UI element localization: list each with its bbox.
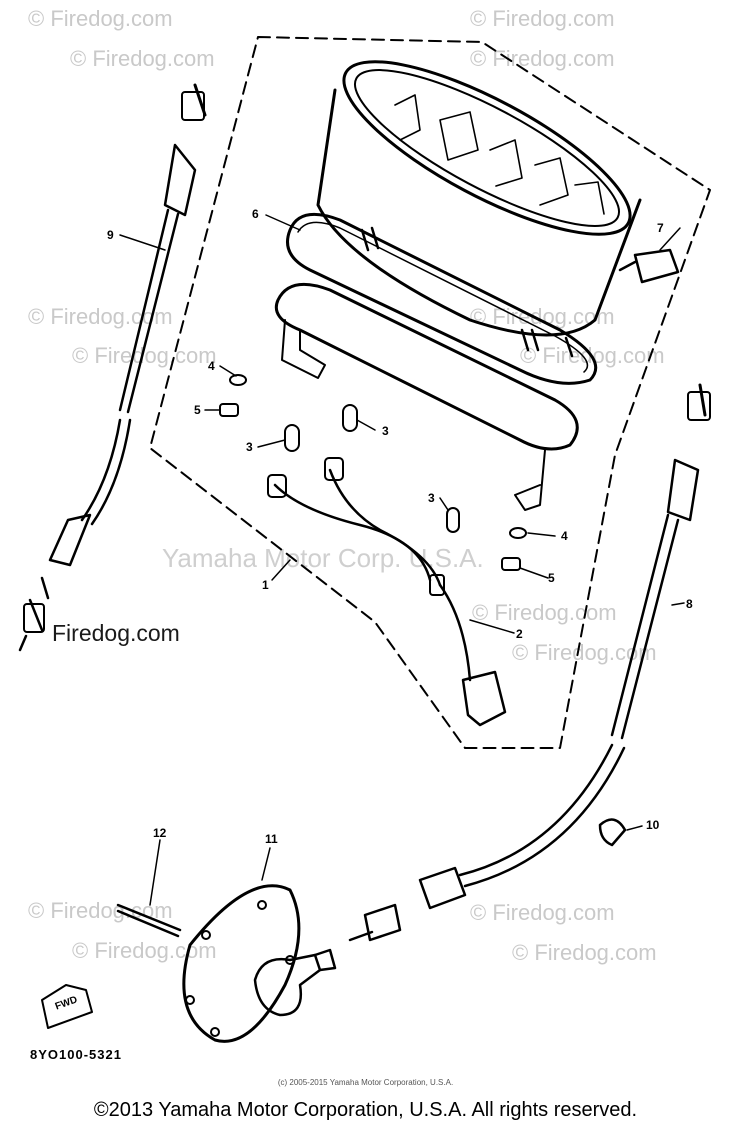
watermark-top-center: © Firedog.com	[70, 46, 215, 71]
washer-left	[229, 374, 247, 386]
assembly-boundary	[149, 36, 711, 749]
speedometer-gear-unit	[182, 884, 337, 1043]
watermark-center-right: © Firedog.com	[472, 600, 617, 625]
watermark-bottom-left: © Firedog.com	[28, 898, 173, 923]
callout-3-c: 3	[428, 491, 435, 505]
washer-right	[509, 527, 527, 539]
reset-knob	[618, 248, 680, 284]
callout-6: 6	[252, 207, 259, 221]
callout-5-b: 5	[548, 571, 555, 585]
small-copyright: (c) 2005-2015 Yamaha Motor Corporation, …	[277, 1078, 454, 1087]
callout-3-b: 3	[382, 424, 389, 438]
callout-2: 2	[516, 627, 523, 641]
watermark-mid-left: © Firedog.com	[28, 304, 173, 329]
watermark-firedog-dark: Firedog.com	[52, 620, 180, 646]
bulb-a	[284, 424, 300, 452]
callout-5-a: 5	[194, 403, 201, 417]
lead-wire	[267, 457, 507, 727]
callout-9: 9	[107, 228, 114, 242]
nut-left	[219, 403, 239, 417]
callout-4-b: 4	[561, 529, 568, 543]
leader-lines	[119, 214, 685, 906]
meter-cable-left	[18, 83, 207, 652]
meter-cable-right	[348, 383, 711, 942]
bulb-c	[446, 507, 460, 533]
bulb-b	[342, 404, 358, 432]
watermark-top-right: © Firedog.com	[470, 6, 615, 31]
callout-1: 1	[262, 578, 269, 592]
callout-10: 10	[646, 818, 660, 832]
callout-8: 8	[686, 597, 693, 611]
callout-11: 11	[265, 832, 278, 846]
callout-4-a: 4	[208, 359, 215, 373]
part-code: 8YO100-5321	[30, 1047, 122, 1062]
watermark-bottom-right: © Firedog.com	[470, 900, 615, 925]
speedometer-housing	[316, 60, 642, 358]
watermark-top-left: © Firedog.com	[28, 6, 173, 31]
callout-3-a: 3	[246, 440, 253, 454]
fwd-arrow	[41, 984, 93, 1029]
drive-pin	[116, 903, 182, 938]
copyright-footer: ©2013 Yamaha Motor Corporation, U.S.A. A…	[93, 1099, 638, 1121]
callout-12: 12	[153, 826, 167, 840]
watermark-bottom-right-2: © Firedog.com	[512, 940, 657, 965]
mount-bracket	[274, 282, 579, 451]
callout-7: 7	[657, 221, 664, 235]
rubber-ring	[286, 212, 598, 385]
cable-clamp	[598, 818, 627, 847]
nut-right	[501, 557, 521, 571]
